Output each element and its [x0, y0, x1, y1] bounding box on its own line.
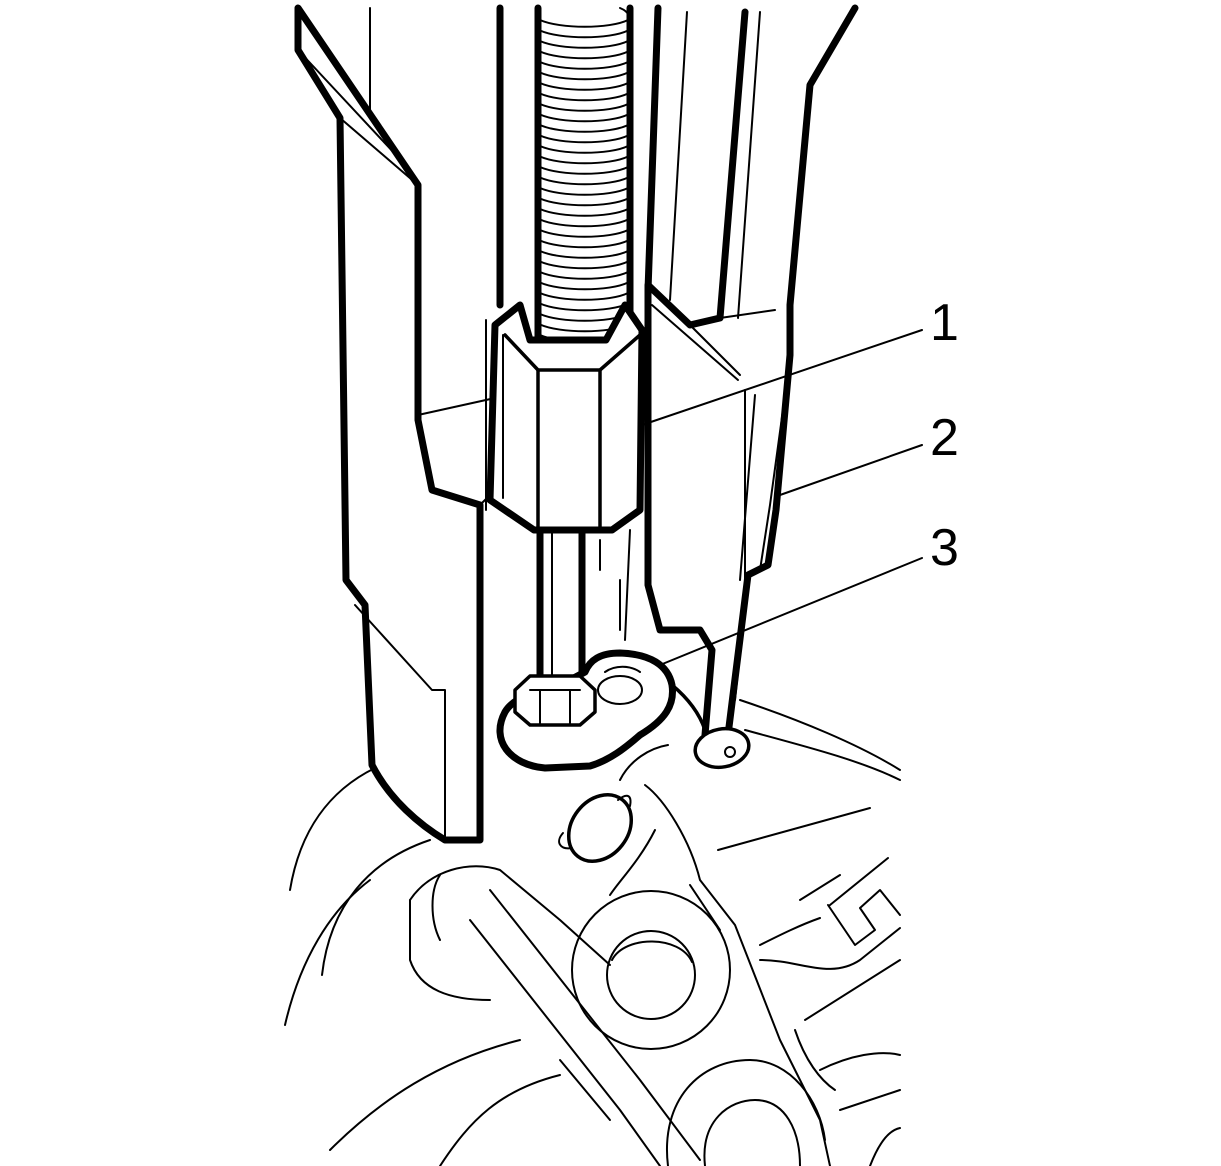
thread-ridge [539, 187, 629, 196]
thread-ridge [539, 103, 629, 112]
thread-ridge [539, 61, 629, 70]
thread-ridge [539, 281, 629, 291]
thread-ridge [539, 218, 629, 228]
thread-ridge [539, 145, 629, 154]
thread-ridge [539, 197, 629, 207]
hex-nut-coupling [486, 301, 646, 534]
puller-shaft [536, 526, 586, 684]
puller-left-jaw [294, 4, 496, 844]
thread-ridge [539, 50, 629, 60]
thread-ridge [539, 71, 629, 81]
puller-body [485, 4, 662, 641]
thread-ridge [539, 134, 629, 144]
thread-ridge [539, 29, 629, 39]
thread-ridge [539, 124, 629, 133]
puller-right-jaw [644, 4, 859, 770]
thread-ridge [539, 113, 629, 123]
thread-ridge [539, 155, 629, 165]
thread-ridge [539, 40, 629, 49]
callout-label-2: 2 [930, 409, 959, 467]
steering-knuckle [284, 699, 901, 1166]
thread-ridge [539, 239, 629, 249]
thread-ridge [539, 166, 629, 175]
thread-ridge [539, 292, 629, 301]
tie-rod-bracket [496, 649, 707, 772]
spindle-threads [539, 19, 629, 343]
callout-labels: 1 2 3 [930, 294, 959, 577]
thread-ridge [539, 229, 629, 238]
thread-ridge [539, 260, 629, 270]
thread-ridge [539, 19, 629, 28]
leader-line-2 [779, 444, 923, 496]
callout-label-1: 1 [930, 294, 959, 352]
thread-ridge [539, 176, 629, 186]
leader-line-3 [659, 557, 923, 666]
threaded-spindle [534, 4, 634, 344]
leader-line-1 [641, 329, 923, 426]
thread-ridge [539, 82, 629, 91]
thread-ridge [539, 208, 629, 217]
thread-ridge [539, 271, 629, 280]
ball-joint-stud [558, 793, 634, 863]
callout-label-3: 3 [930, 519, 959, 577]
thread-ridge [539, 92, 629, 102]
callout-leaders [641, 329, 923, 666]
thread-ridge [539, 250, 629, 259]
